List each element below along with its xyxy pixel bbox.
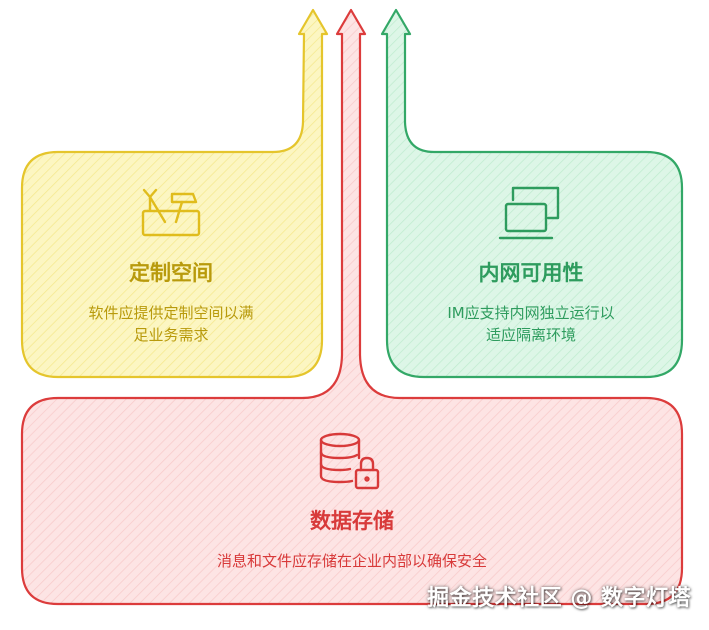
custom-space-desc-line1: 软件应提供定制空间以满 <box>88 304 253 322</box>
watermark: 掘金技术社区 @ 数字灯塔 <box>427 586 691 611</box>
node-data-storage: 数据存储 消息和文件应存储在企业内部以确保安全 <box>20 8 684 606</box>
data-storage-desc: 消息和文件应存储在企业内部以确保安全 <box>217 552 487 570</box>
laptop-window-icon <box>498 186 560 240</box>
intranet-shape <box>380 8 684 379</box>
toolbox-icon <box>141 188 201 237</box>
custom-space-desc-line2: 足业务需求 <box>133 326 208 344</box>
database-lock-icon <box>319 432 380 490</box>
data-storage-shape <box>20 8 684 606</box>
intranet-title: 内网可用性 <box>479 261 584 285</box>
node-intranet: 内网可用性 IM应支持内网独立运行以 适应隔离环境 <box>380 8 684 379</box>
intranet-desc-line1: IM应支持内网独立运行以 <box>447 304 614 322</box>
node-custom-space: 定制空间 软件应提供定制空间以满 足业务需求 <box>20 8 329 379</box>
custom-space-title: 定制空间 <box>129 261 213 285</box>
data-storage-title: 数据存储 <box>310 509 394 533</box>
intranet-desc-line2: 适应隔离环境 <box>486 326 576 344</box>
